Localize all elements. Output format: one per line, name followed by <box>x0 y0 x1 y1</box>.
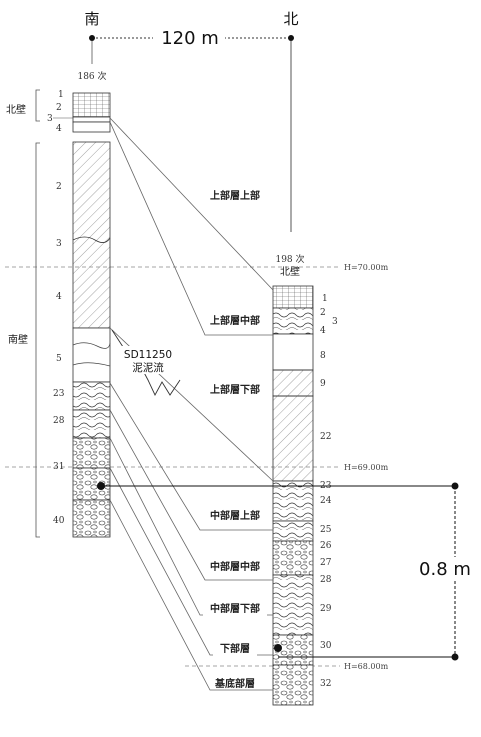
right-layer-25: 25 <box>320 525 332 535</box>
stratum-middle-middle: 中部層中部 <box>210 560 260 573</box>
scale-bottom-point <box>451 653 459 661</box>
right-layer-3: 3 <box>332 317 338 327</box>
right-layer-26: 26 <box>320 541 332 551</box>
stratum-base: 基底部層 <box>214 677 255 690</box>
left-layer-23: 23 <box>53 389 65 399</box>
elevation-70: H=70.00m <box>344 263 389 272</box>
right-layer-1: 1 <box>322 294 328 304</box>
strata-labels: 上部層上部 上部層中部 上部層下部 中部層上部 中部層中部 中部層下部 下部層 … <box>203 187 267 690</box>
scale-label: 0.8 m <box>419 559 471 580</box>
right-layer-28: 28 <box>320 575 332 585</box>
left-layer-3b: 3 <box>56 239 62 249</box>
distance-label: 120 m <box>161 28 219 49</box>
feature-bg <box>115 346 183 374</box>
left-layer-31: 31 <box>53 462 64 472</box>
north-label: 北 <box>283 10 298 28</box>
right-layer-32: 32 <box>320 679 331 689</box>
left-wall-north: 北壁 <box>6 103 26 116</box>
north-point <box>288 35 294 41</box>
right-layer-9: 9 <box>320 379 326 389</box>
right-sample-point <box>274 644 282 652</box>
left-layer-1: 1 <box>58 90 64 100</box>
right-wall: 北壁 <box>280 265 300 278</box>
stratum-middle-lower: 中部層下部 <box>210 602 260 615</box>
stratum-lower: 下部層 <box>220 642 250 655</box>
feature-desc: 泥泥流 <box>132 361 164 374</box>
left-layer-2b: 2 <box>56 182 62 192</box>
right-column <box>272 285 314 706</box>
right-layer-22: 22 <box>320 432 331 442</box>
correlation-lines <box>109 117 274 691</box>
north-wall-bracket <box>35 89 40 122</box>
feature-name: SD11250 <box>124 349 172 361</box>
right-layer-24: 24 <box>320 496 332 506</box>
left-layer-2: 2 <box>56 103 62 113</box>
south-point <box>89 35 95 41</box>
scale-top-point <box>451 482 459 490</box>
right-layer-4: 4 <box>320 326 326 336</box>
stratum-upper-lower: 上部層下部 <box>210 383 260 396</box>
left-layer-4: 4 <box>56 124 62 134</box>
stratum-upper-upper: 上部層上部 <box>210 189 260 202</box>
left-column-title: 186 次 <box>77 70 106 82</box>
right-layer-2: 2 <box>320 308 326 318</box>
left-layer-28: 28 <box>53 416 65 426</box>
scale-label-bg <box>410 557 478 581</box>
right-layer-29: 29 <box>320 604 332 614</box>
south-wall-bracket <box>35 142 40 538</box>
south-label: 南 <box>84 10 99 28</box>
elevation-68: H=68.00m <box>344 662 389 671</box>
left-column <box>72 92 111 538</box>
right-layer-8: 8 <box>320 351 326 361</box>
stratum-middle-upper: 中部層上部 <box>210 509 260 522</box>
right-column-title: 198 次 <box>275 253 304 265</box>
left-layer-5: 5 <box>56 354 62 364</box>
distance-bg <box>153 27 225 47</box>
right-layer-30: 30 <box>320 641 332 651</box>
elevation-69: H=69.00m <box>344 463 389 472</box>
left-wall-south: 南壁 <box>8 333 28 346</box>
stratum-upper-middle: 上部層中部 <box>210 314 260 327</box>
left-layer-4b: 4 <box>56 292 62 302</box>
right-layer-27: 27 <box>320 558 332 568</box>
left-layer-3: 3 <box>47 114 53 124</box>
left-layer-40: 40 <box>53 516 65 526</box>
